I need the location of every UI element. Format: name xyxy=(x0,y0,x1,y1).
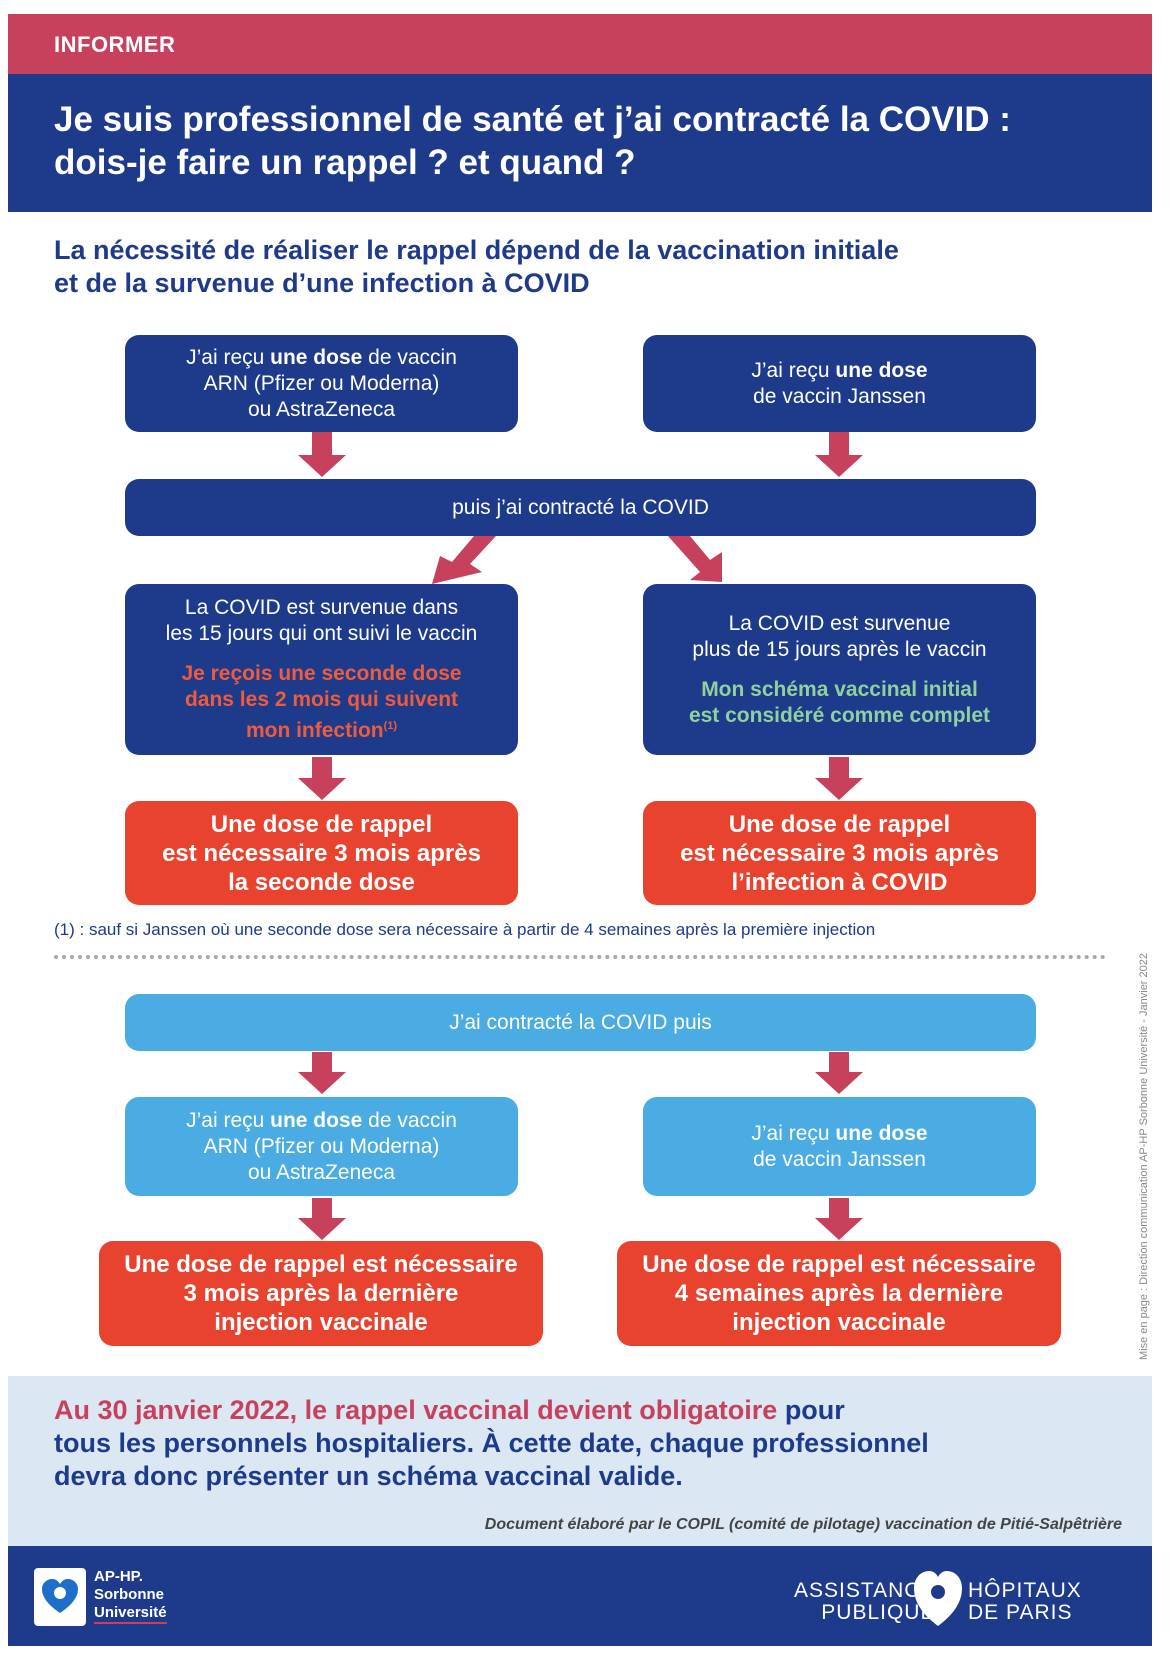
covid-first-bar: J’ai contracté la COVID puis xyxy=(125,994,1036,1051)
arrow-down-icon xyxy=(298,757,346,800)
booster-result-left: Une dose de rappel est nécessaire 3 mois… xyxy=(125,801,518,905)
mandatory-booster-notice: Au 30 janvier 2022, le rappel vaccinal d… xyxy=(8,1376,1152,1546)
notice-highlight: Au 30 janvier 2022, le rappel vaccinal d… xyxy=(54,1395,778,1425)
page-title: Je suis professionnel de santé et j’ai c… xyxy=(54,100,1011,182)
booster-result-right-2: Une dose de rappel est nécessaire 4 sema… xyxy=(617,1241,1061,1346)
arrow-down-icon xyxy=(815,1198,863,1240)
category-banner: INFORMER xyxy=(8,14,1152,74)
dotted-divider xyxy=(54,955,1106,959)
category-label: INFORMER xyxy=(54,32,176,57)
assistance-publique-text: ASSISTANCE PUBLIQUE xyxy=(794,1579,936,1624)
aphp-heart-logo-icon xyxy=(34,1568,86,1626)
janssen-vaccine-box: J’ai reçu une dose de vaccin Janssen xyxy=(643,335,1036,432)
booster-result-right: Une dose de rappel est nécessaire 3 mois… xyxy=(643,801,1036,905)
side-credit: Mise en page : Direction communication A… xyxy=(1138,953,1150,1360)
title-banner: Je suis professionnel de santé et j’ai c… xyxy=(8,74,1152,212)
arrow-down-icon xyxy=(298,1052,346,1094)
page-subtitle: La nécessité de réaliser le rappel dépen… xyxy=(54,235,899,298)
arn-vaccine-box-2: J’ai reçu une dose de vaccin ARN (Pfizer… xyxy=(125,1097,518,1196)
covid-after-15-days-box: La COVID est survenue plus de 15 jours a… xyxy=(643,584,1036,755)
covid-within-15-days-box: La COVID est survenue dans les 15 jours … xyxy=(125,584,518,755)
booster-result-left-2: Une dose de rappel est nécessaire 3 mois… xyxy=(99,1241,543,1346)
footnote: (1) : sauf si Janssen où une seconde dos… xyxy=(54,920,876,939)
arrow-down-icon xyxy=(815,757,863,800)
document-credit: Document élaboré par le COPIL (comité de… xyxy=(484,1516,1122,1533)
aphp-sorbonne-logo-text: AP-HP. Sorbonne Université xyxy=(94,1568,167,1624)
janssen-vaccine-box-2: J’ai reçu une dose de vaccin Janssen xyxy=(643,1097,1036,1196)
arn-vaccine-box: J’ai reçu une dose de vaccin ARN (Pfizer… xyxy=(125,335,518,432)
covid-contracted-bar: puis j’ai contracté la COVID xyxy=(125,479,1036,536)
arrow-down-icon xyxy=(815,1052,863,1094)
arrow-diagonal-right-icon xyxy=(668,536,722,582)
hopitaux-de-paris-text: HÔPITAUX DE PARIS xyxy=(968,1579,1082,1624)
arrow-down-icon xyxy=(298,432,346,477)
arrow-diagonal-left-icon xyxy=(432,536,496,584)
arrow-down-icon xyxy=(815,432,863,477)
footer: AP-HP. Sorbonne Université ASSISTANCE PU… xyxy=(8,1546,1152,1646)
aphp-heart-emblem-icon xyxy=(914,1571,962,1626)
arrow-down-icon xyxy=(298,1198,346,1240)
